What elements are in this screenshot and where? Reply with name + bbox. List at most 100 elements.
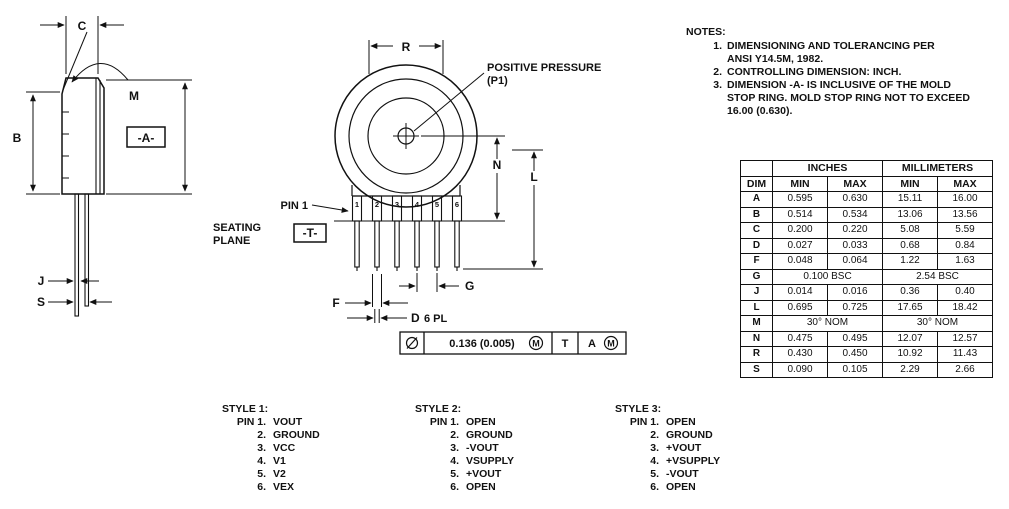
style-2-pinout: STYLE 2: PIN 1.OPEN 2.GROUND 3.-VOUT 4.V…: [415, 403, 514, 494]
datum-t-label: -T-: [303, 226, 318, 240]
dim-m: M: [62, 31, 139, 103]
positive-pressure-label: POSITIVE PRESSURE: [487, 62, 601, 74]
note-text: CONTROLLING DIMENSION: INCH.: [727, 66, 902, 78]
pin-assignment: 2.GROUND: [450, 429, 513, 441]
dim-label-d: D: [411, 311, 420, 325]
pin1-callout: PIN 1: [280, 200, 349, 213]
pin-assignment: 3.-VOUT: [450, 442, 499, 454]
dim-j: J: [38, 274, 99, 288]
note-text: DIMENSION -A- IS INCLUSIVE OF THE MOLD S…: [727, 79, 970, 117]
fcf-tolerance: 0.136 (0.005): [449, 338, 515, 350]
pin-assignment: 3.+VOUT: [650, 442, 702, 454]
pin-assignment: 6.OPEN: [650, 481, 696, 493]
dim-label-l: L: [530, 170, 537, 184]
table-row: R 0.430 0.450 10.92 11.43: [740, 346, 993, 363]
table-row: N 0.475 0.495 12.07 12.57: [740, 330, 993, 347]
dim-d-quantity: 6 PL: [424, 313, 448, 325]
pin-assignment: 5.-VOUT: [650, 468, 699, 480]
dim-label-b: B: [13, 131, 22, 145]
mmc-modifier-icon: [528, 335, 544, 351]
note-number: 3.: [713, 79, 722, 91]
dim-g: G: [399, 273, 474, 293]
table-column-header-row: DIM MIN MAX MIN MAX: [740, 175, 993, 192]
note-number: 1.: [713, 40, 722, 52]
notes-section: NOTES: 1. DIMENSIONING AND TOLERANCING P…: [686, 26, 1008, 118]
pin1-label: PIN 1: [280, 200, 308, 212]
feature-control-frame: 0.136 (0.005) M T A M: [399, 331, 627, 355]
lead-right: [84, 193, 90, 307]
pin-number-2: 2: [375, 200, 379, 209]
table-row: C 0.200 0.220 5.08 5.59: [740, 222, 993, 239]
pin-assignment: 6.VEX: [257, 481, 295, 493]
datum-t-frame: [293, 223, 327, 243]
fcf-modifier-2: M: [607, 339, 615, 349]
diameter-symbol-icon: [405, 336, 419, 350]
technical-drawing: C M B -A- J: [13, 16, 627, 355]
pin-assignment: 4.VSUPPLY: [450, 455, 515, 467]
pin-assignment: 3.VCC: [257, 442, 296, 454]
table-row: G 0.100 BSC 2.54 BSC: [740, 268, 993, 285]
dim-f: F: [332, 274, 408, 310]
note-number: 2.: [713, 66, 722, 78]
pin-assignment: PIN 1.OPEN: [629, 416, 696, 428]
dim-label-m: M: [129, 89, 139, 103]
pin-assignment: PIN 1.VOUT: [236, 416, 303, 428]
note-item-1: 1. DIMENSIONING AND TOLERANCING PER ANSI…: [686, 40, 1008, 66]
pin-assignment: 2.GROUND: [257, 429, 320, 441]
dim-label-j: J: [38, 274, 45, 288]
table-row: J 0.014 0.016 0.36 0.40: [740, 284, 993, 301]
table-row: A 0.595 0.630 15.11 16.00: [740, 191, 993, 208]
pin-number-4: 4: [415, 200, 420, 209]
table-row: D 0.027 0.033 0.68 0.84: [740, 237, 993, 254]
style-title: STYLE 1:: [222, 403, 269, 415]
notes-title: NOTES:: [686, 26, 726, 38]
dim-l: L: [463, 149, 543, 270]
pin-number-6: 6: [455, 200, 459, 209]
dim-c: C: [40, 16, 124, 74]
dim-b: B: [13, 91, 60, 195]
millimeters-header: MILLIMETERS: [882, 160, 993, 177]
dim-label-f: F: [332, 296, 339, 310]
dim-label-r: R: [402, 40, 411, 54]
fcf-modifier-1: M: [532, 339, 540, 349]
dim-label-c: C: [78, 19, 87, 33]
style-title: STYLE 3:: [615, 403, 662, 415]
seating-plane-callout: SEATING PLANE -T-: [213, 222, 327, 247]
dim-label-s: S: [37, 295, 45, 309]
style-title: STYLE 2:: [415, 403, 462, 415]
side-view-body: [61, 77, 105, 317]
table-row: F 0.048 0.064 1.22 1.63: [740, 253, 993, 270]
pin-number-3: 3: [395, 200, 399, 209]
style-1-pinout: STYLE 1: PIN 1.VOUT 2.GROUND 3.VCC 4.V1 …: [222, 403, 320, 494]
dim-n: N: [421, 135, 505, 222]
pin-assignment: 6.OPEN: [450, 481, 496, 493]
corner-cell: [740, 160, 773, 177]
table-group-header-row: INCHES MILLIMETERS: [740, 160, 993, 177]
dimension-table: INCHES MILLIMETERS DIM MIN MAX MIN MAX A…: [740, 160, 993, 378]
p1-label: (P1): [487, 75, 508, 87]
dim-label-g: G: [465, 279, 474, 293]
mmc-modifier-icon: [603, 335, 619, 351]
table-row: M 30° NOM 30° NOM: [740, 315, 993, 332]
dim-s: S: [37, 295, 112, 309]
pin-assignment: 4.+VSUPPLY: [650, 455, 721, 467]
lead-left: [74, 193, 80, 317]
seating-label: SEATING: [213, 222, 261, 234]
note-item-2: 2. CONTROLLING DIMENSION: INCH.: [686, 66, 1008, 79]
pin-assignment: PIN 1.OPEN: [429, 416, 496, 428]
table-row: S 0.090 0.105 2.29 2.66: [740, 361, 993, 378]
pin-number-1: 1: [355, 200, 359, 209]
style-3-pinout: STYLE 3: PIN 1.OPEN 2.GROUND 3.+VOUT 4.+…: [615, 403, 720, 494]
datum-a-label: -A-: [138, 131, 155, 145]
pin-assignment: 5.V2: [257, 468, 286, 480]
pressure-callout: POSITIVE PRESSURE (P1): [413, 62, 601, 132]
pin-number-5: 5: [435, 200, 439, 209]
pin-assignment: 2.GROUND: [650, 429, 713, 441]
dim-label-n: N: [493, 158, 502, 172]
fcf-datum-t: T: [562, 338, 569, 350]
plane-label: PLANE: [213, 235, 250, 247]
pin-assignment: 5.+VOUT: [450, 468, 502, 480]
datum-a-frame: [126, 126, 166, 148]
dim-r: R: [368, 40, 444, 74]
